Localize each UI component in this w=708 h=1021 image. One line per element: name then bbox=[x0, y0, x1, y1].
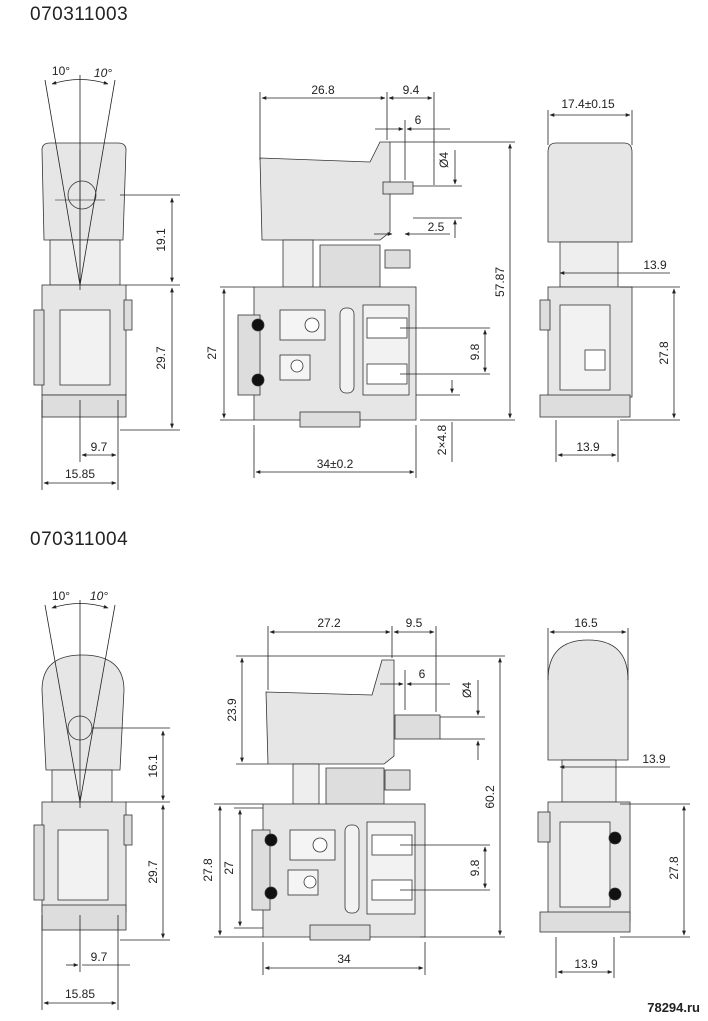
angle-left-1: 10° bbox=[52, 64, 70, 78]
side-view-1 bbox=[33, 142, 133, 418]
dim-front-w-1: 26.8 bbox=[311, 83, 335, 97]
dim-front-base-2: 34 bbox=[337, 952, 351, 966]
dim-right-13-9a-1: 13.9 bbox=[643, 258, 667, 272]
dim-front-2-5-1: 2.5 bbox=[428, 220, 445, 234]
front-view-2 bbox=[251, 659, 441, 941]
angle-right-1: 10° bbox=[94, 66, 112, 80]
dim-front-dia-2: Ø4 bbox=[460, 682, 474, 698]
dim-side-mid-2: 29.7 bbox=[146, 860, 160, 884]
dim-front-w2-2: 9.5 bbox=[406, 616, 423, 630]
dim-side-top-2: 16.1 bbox=[146, 754, 160, 778]
dim-right-top-2: 16.5 bbox=[574, 616, 598, 630]
dim-front-27-1: 27 bbox=[205, 346, 219, 360]
dim-side-w2-1: 15.85 bbox=[65, 467, 95, 481]
dim-front-9-8-1: 9.8 bbox=[468, 343, 482, 360]
dim-side-w1-1: 9.7 bbox=[91, 440, 108, 454]
dim-side-mid-1: 29.7 bbox=[154, 346, 168, 370]
dim-right-13-9a-2: 13.9 bbox=[642, 752, 666, 766]
dim-side-w2-2: 15.85 bbox=[65, 987, 95, 1001]
dim-front-27-2: 27 bbox=[222, 861, 236, 875]
dim-front-6-2: 6 bbox=[419, 667, 426, 681]
front-view-1 bbox=[237, 141, 417, 428]
watermark: 78294.ru bbox=[647, 1000, 700, 1015]
dim-right-13-9b-2: 13.9 bbox=[574, 957, 598, 971]
dim-front-h-2: 60.2 bbox=[483, 785, 497, 809]
dim-side-top-1: 19.1 bbox=[154, 228, 168, 252]
dim-front-9-8-2: 9.8 bbox=[468, 859, 482, 876]
side-view-2 bbox=[33, 654, 133, 931]
dim-right-27-8-2: 27.8 bbox=[667, 856, 681, 880]
section-1: 10° 10° 19.1 29.7 9.7 15.85 bbox=[33, 64, 680, 490]
dim-right-13-9b-1: 13.9 bbox=[576, 440, 600, 454]
part-number-1: 070311003 bbox=[30, 4, 129, 25]
dim-front-6-1: 6 bbox=[415, 113, 422, 127]
angle-left-2: 10° bbox=[52, 589, 70, 603]
dim-front-h-1: 57.87 bbox=[493, 267, 507, 297]
dim-right-27-8-1: 27.8 bbox=[657, 341, 671, 365]
dim-front-w-2: 27.2 bbox=[317, 616, 341, 630]
dim-front-w2-1: 9.4 bbox=[403, 83, 420, 97]
part-number-2: 070311004 bbox=[30, 529, 129, 550]
dim-front-27-8-2: 27.8 bbox=[201, 858, 215, 882]
dim-front-base-1: 34±0.2 bbox=[317, 457, 354, 471]
angle-right-2: 10° bbox=[90, 589, 108, 603]
section-2: 10° 10° 16.1 29.7 9.7 15.85 bbox=[33, 589, 690, 1010]
right-view-1 bbox=[539, 142, 633, 418]
dim-side-w1-2: 9.7 bbox=[91, 950, 108, 964]
dim-front-23-9-2: 23.9 bbox=[225, 698, 239, 722]
dim-front-2x4-8-1: 2×4.8 bbox=[435, 424, 449, 455]
right-view-2 bbox=[537, 639, 631, 933]
dim-front-dia-1: Ø4 bbox=[437, 152, 451, 168]
dim-right-top-1: 17.4±0.15 bbox=[561, 97, 615, 111]
